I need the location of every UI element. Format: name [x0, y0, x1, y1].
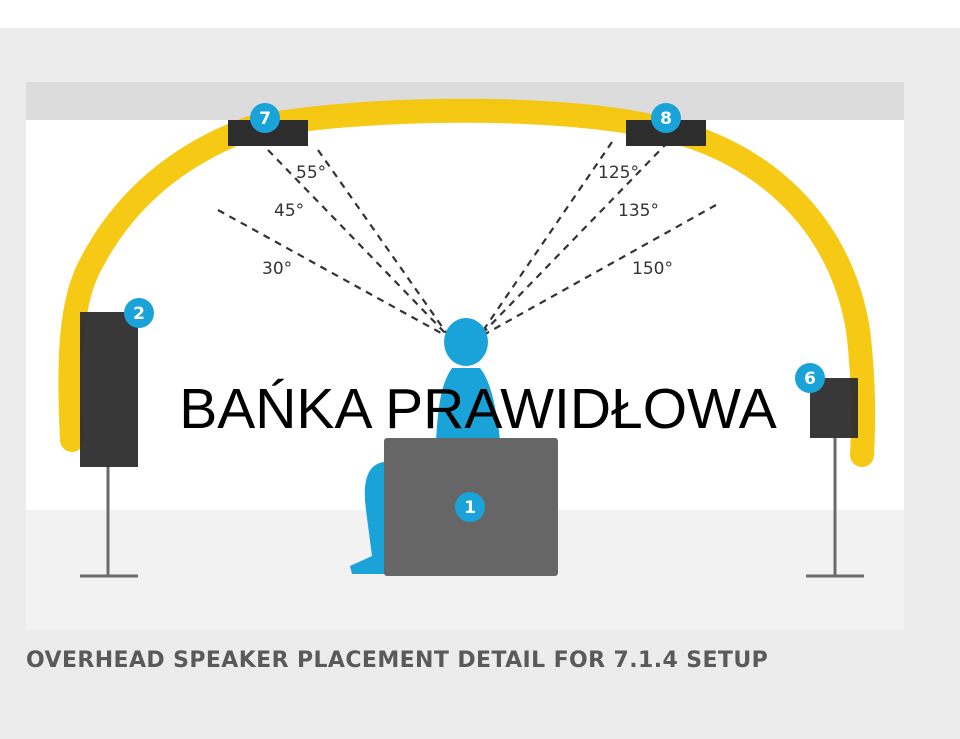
badge-front-right: 6 [795, 363, 825, 393]
badge-top-left: 7 [250, 103, 280, 133]
badge-front-left-label: 2 [133, 304, 145, 324]
badge-front-left: 2 [124, 298, 154, 328]
angle-label-left-3: 30° [262, 259, 292, 279]
stand-left [80, 466, 138, 578]
badge-center: 1 [455, 492, 485, 522]
badge-top-right: 8 [651, 103, 681, 133]
listener-silhouette [350, 318, 500, 574]
stand-right [806, 438, 864, 578]
front-left-speaker [80, 312, 138, 467]
top-margin [0, 0, 960, 28]
angle-label-left-1: 55° [296, 163, 326, 183]
badge-top-right-label: 8 [660, 109, 672, 129]
angle-label-right-1: 125° [598, 163, 639, 183]
angle-label-right-2: 135° [618, 201, 659, 221]
angle-label-right-3: 150° [632, 259, 673, 279]
badge-front-right-label: 6 [804, 369, 816, 389]
diagram-caption: OVERHEAD SPEAKER PLACEMENT DETAIL FOR 7.… [26, 648, 769, 673]
angle-lines [217, 141, 717, 339]
highlight-arc [58, 98, 876, 467]
angle-label-left-2: 45° [274, 201, 304, 221]
overlay-text: BAŃKA PRAWIDŁOWA [179, 377, 777, 441]
badge-center-label: 1 [464, 498, 476, 518]
badge-top-left-label: 7 [259, 109, 271, 129]
